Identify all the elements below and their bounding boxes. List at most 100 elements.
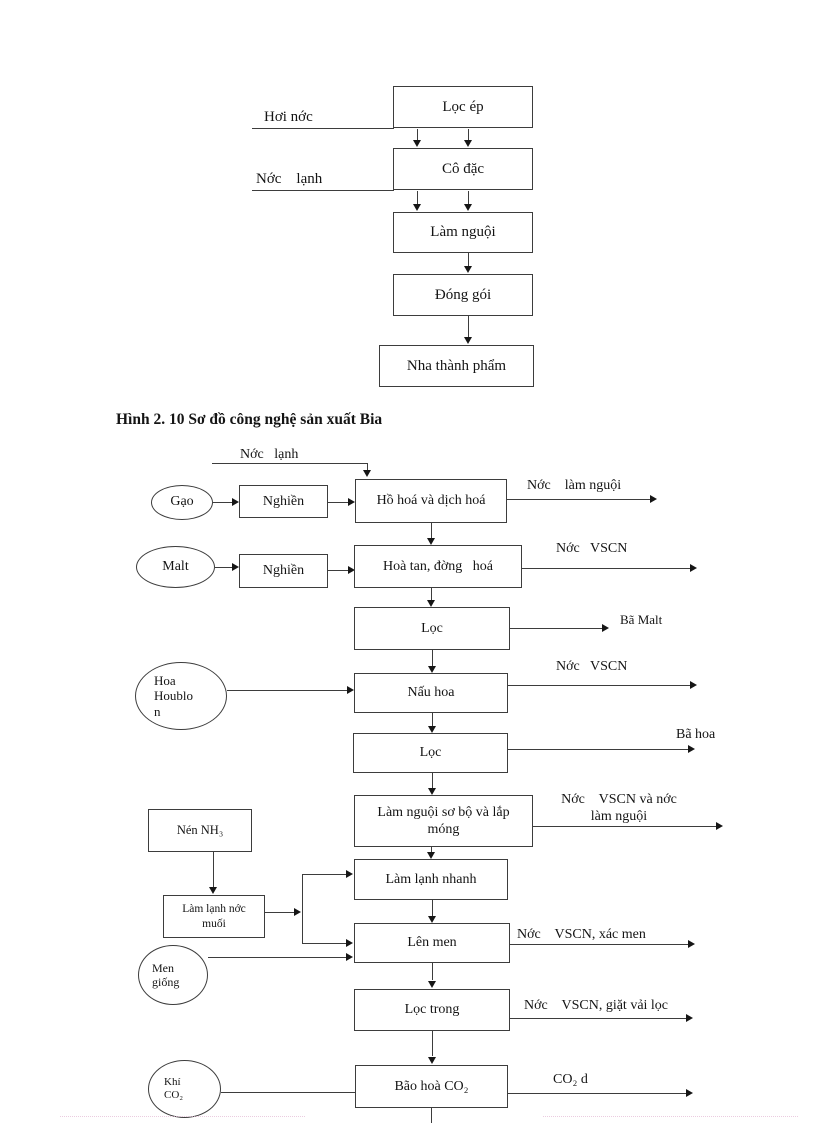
arrow-down-head [363, 470, 371, 477]
output-label-noc-vscn-va-noc-lam-nguoi: Nớc VSCN và nớc làm nguội [561, 792, 677, 824]
process-box-loc-ep: Lọc ép [393, 86, 533, 128]
arrow-down-head [428, 1057, 436, 1064]
flow-line [507, 499, 651, 500]
flow-line [432, 963, 433, 980]
arrow-right-head [686, 1089, 693, 1097]
flow-line [431, 847, 432, 852]
process-box-nghien-2: Nghiền [239, 554, 328, 588]
arrow-down-head [413, 140, 421, 147]
flow-line [508, 1093, 686, 1094]
flow-line [208, 957, 346, 958]
flow-line [468, 191, 469, 204]
process-box-nen-nh3: Nén NH₃ [148, 809, 252, 852]
flow-line [432, 773, 433, 788]
flow-line [522, 568, 690, 569]
flow-line [215, 567, 233, 568]
arrow-down-head [428, 666, 436, 673]
arrow-down-head [428, 726, 436, 733]
flow-line [432, 713, 433, 726]
flow-line [213, 852, 214, 887]
flow-line [221, 1092, 355, 1093]
flow-line [431, 523, 432, 538]
flow-line [510, 1018, 686, 1019]
process-box-ho-hoa: Hồ hoá và dịch hoá [355, 479, 507, 523]
flow-line [302, 943, 346, 944]
flow-line [510, 628, 602, 629]
flow-line [417, 129, 418, 141]
process-box-hoa-tan: Hoà tan, đờng hoá [354, 545, 522, 588]
flow-line [510, 944, 688, 945]
arrow-down-head [413, 204, 421, 211]
source-ellipse-men-giong: Men giống [138, 945, 208, 1005]
arrow-down-head [464, 266, 472, 273]
process-box-loc-trong: Lọc trong [354, 989, 510, 1031]
output-label-co2-du: CO₂ d [553, 1072, 588, 1087]
flow-line [212, 463, 368, 464]
flow-line [328, 570, 348, 571]
flow-line [468, 316, 469, 337]
output-label-noc-vscn-2: Nớc VSCN [556, 659, 628, 674]
arrow-right-head [347, 686, 354, 694]
arrow-down-head [428, 788, 436, 795]
arrow-right-head [346, 870, 353, 878]
flow-line [252, 190, 394, 191]
flow-line [265, 912, 294, 913]
output-label-ba-malt: Bã Malt [620, 612, 663, 627]
arrow-right-head [348, 566, 355, 574]
page-artifact-dotted-line [543, 1116, 798, 1117]
process-box-dong-goi: Đóng gói [393, 274, 533, 316]
output-label-noc-vscn-xac-men: Nớc VSCN, xác men [517, 927, 646, 942]
arrow-down-head [464, 140, 472, 147]
arrow-right-head [346, 939, 353, 947]
flow-line [431, 588, 432, 600]
source-ellipse-malt: Malt [136, 546, 215, 588]
flow-line [468, 253, 469, 266]
arrow-down-head [427, 852, 435, 859]
label-hoi-noc: Hơi nớc [264, 109, 313, 125]
label-noc-lanh-2: Nớc lạnh [240, 447, 299, 462]
label-noc-lanh: Nớc lạnh [256, 171, 323, 187]
flow-line [508, 685, 690, 686]
arrow-right-head [716, 822, 723, 830]
flow-line [302, 874, 303, 944]
page-artifact-dotted-line [60, 1116, 305, 1117]
flow-line [252, 128, 394, 129]
arrow-down-head [428, 916, 436, 923]
arrow-down-head [427, 538, 435, 545]
arrow-right-head [232, 498, 239, 506]
process-box-loc-1: Lọc [354, 607, 510, 650]
process-box-nau-hoa: Nấu hoa [354, 673, 508, 713]
flow-line [431, 1108, 432, 1123]
output-label-ba-hoa: Bã hoa [676, 727, 716, 742]
arrow-right-head [688, 940, 695, 948]
source-ellipse-khi-co2: Khí CO₂ [148, 1060, 221, 1118]
arrow-right-head [690, 681, 697, 689]
arrow-down-head [427, 600, 435, 607]
flow-line [328, 502, 348, 503]
process-box-loc-2: Lọc [353, 733, 508, 773]
flow-line [417, 191, 418, 204]
flow-line [508, 749, 688, 750]
process-box-co-dac: Cô đặc [393, 148, 533, 190]
flow-line [213, 502, 233, 503]
arrow-right-head [602, 624, 609, 632]
arrow-right-head [686, 1014, 693, 1022]
source-ellipse-gao: Gạo [151, 485, 213, 520]
process-box-lam-nguoi-so-bo: Làm nguội sơ bộ và lắp móng [354, 795, 533, 847]
arrow-right-head [232, 563, 239, 571]
flow-line [432, 1031, 433, 1056]
flow-line [432, 900, 433, 916]
process-box-nghien-1: Nghiền [239, 485, 328, 518]
process-box-lam-lanh-noc-muoi: Làm lạnh nớc muối [163, 895, 265, 938]
output-label-noc-lam-nguoi: Nớc làm nguội [527, 478, 622, 493]
arrow-right-head [688, 745, 695, 753]
flow-line [468, 129, 469, 141]
flow-line [533, 826, 716, 827]
flow-line [432, 650, 433, 666]
flow-line [227, 690, 347, 691]
process-box-bao-hoa-co2: Bão hoà CO₂ [355, 1065, 508, 1108]
process-box-len-men: Lên men [354, 923, 510, 963]
arrow-down-head [209, 887, 217, 894]
arrow-right-head [294, 908, 301, 916]
